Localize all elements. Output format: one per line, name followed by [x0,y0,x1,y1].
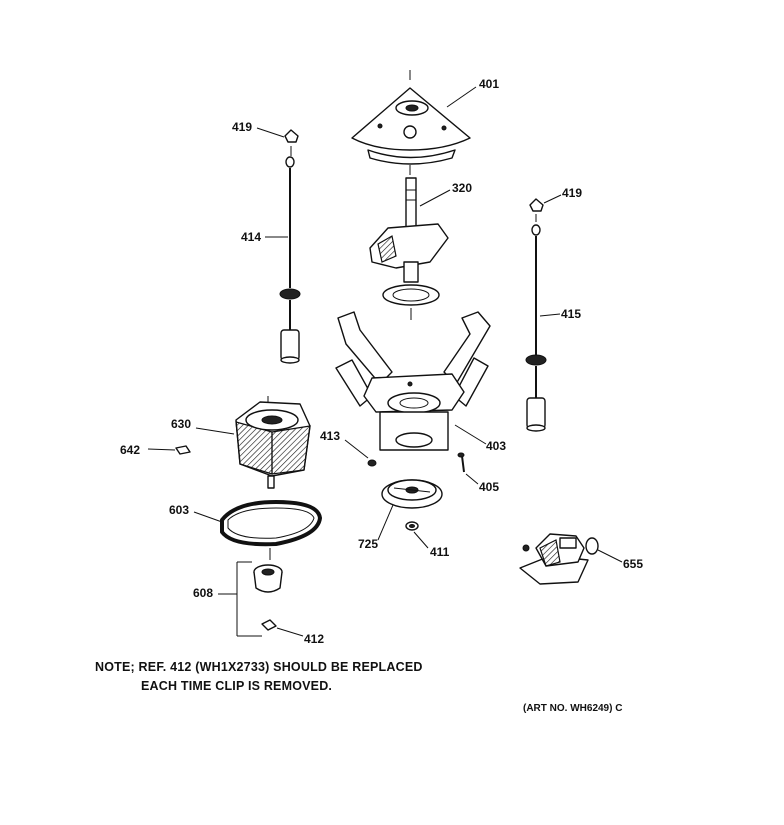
replacement-note: NOTE; REF. 412 (WH1X2733) SHOULD BE REPL… [95,658,423,696]
part-label-608: 608 [193,586,213,600]
part-419-nut-right [529,198,544,222]
part-label-415: 415 [561,307,581,321]
note-line-2: EACH TIME CLIP IS REMOVED. [141,679,333,693]
part-603-belt [220,500,322,547]
part-label-403: 403 [486,439,506,453]
part-413-washer [367,459,377,467]
part-419-nut-left [284,129,299,156]
part-725-pulley [381,479,443,509]
part-label-725: 725 [358,537,378,551]
part-608-motor-pulley [253,548,283,593]
part-412-clip [261,619,277,631]
part-630-motor [235,396,311,489]
part-414-suspension-rod [279,156,301,364]
part-label-642: 642 [120,443,140,457]
part-label-411: 411 [430,545,450,559]
part-label-603: 603 [169,503,189,517]
part-label-405: 405 [479,480,499,494]
part-label-419-right: 419 [562,186,582,200]
note-line-1: NOTE; REF. 412 (WH1X2733) SHOULD BE REPL… [95,660,423,674]
part-label-655: 655 [623,557,643,571]
part-label-414: 414 [241,230,261,244]
part-415-suspension-rod [525,224,547,432]
part-label-401: 401 [479,77,499,91]
part-401-cover [351,70,471,175]
bracket-608-group [218,561,262,637]
part-655-pump [519,533,599,585]
part-label-413: 413 [320,429,340,443]
art-number: (ART NO. WH6249) C [523,703,623,714]
part-403-suspension-support [335,311,491,451]
part-label-630: 630 [171,417,191,431]
part-642-clip [175,445,191,455]
part-label-412: 412 [304,632,324,646]
part-label-320: 320 [452,181,472,195]
part-405-screw [457,452,465,473]
part-320-transmission [369,177,449,320]
part-411-nut [405,521,419,531]
part-label-419-left: 419 [232,120,252,134]
